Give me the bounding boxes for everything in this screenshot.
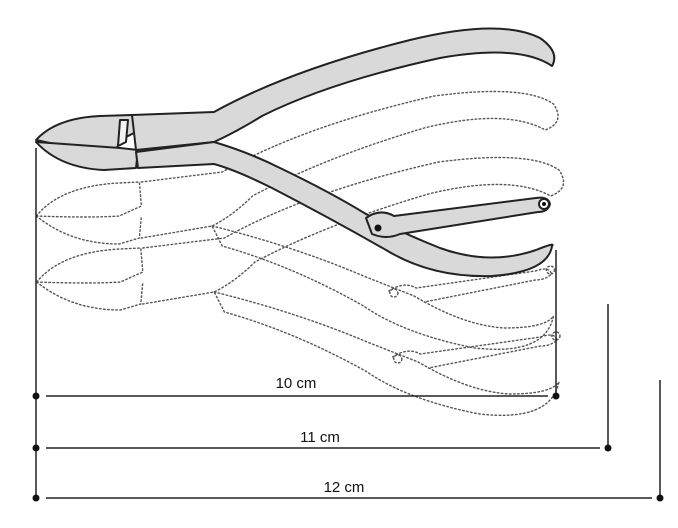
left-dot-11cm	[32, 444, 40, 452]
dimension-10cm: 10 cm	[46, 375, 560, 400]
dimension-label-12cm: 12 cm	[324, 479, 365, 496]
dimension-label-10cm: 10 cm	[276, 375, 317, 392]
pliers-outline-12cm	[35, 156, 565, 417]
left-dot-10cm	[32, 392, 40, 400]
dimension-12cm: 12 cm	[46, 479, 664, 502]
left-dot-12cm	[32, 494, 40, 502]
dimension-11cm: 11 cm	[46, 429, 612, 452]
dimension-label-11cm: 11 cm	[300, 429, 340, 446]
pliers-solid-10cm	[35, 27, 556, 278]
